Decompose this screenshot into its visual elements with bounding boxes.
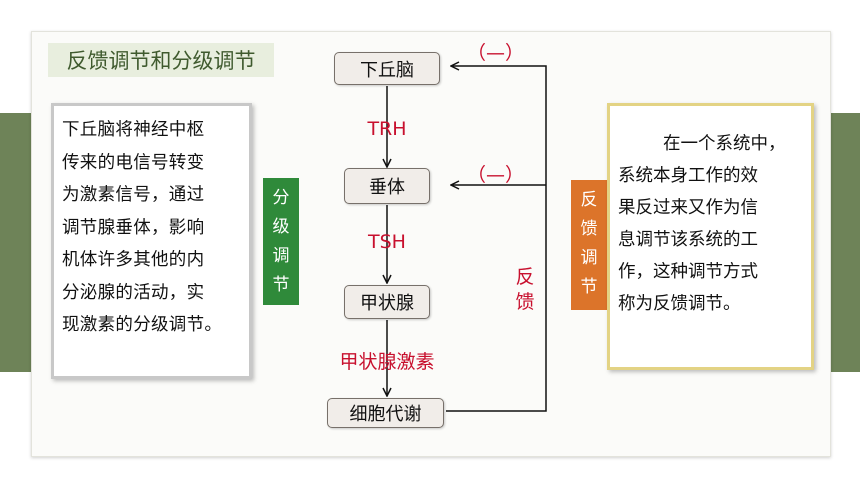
text-line: 为激素信号，通过 — [62, 185, 205, 205]
node-thyroid: 甲状腺 — [344, 285, 430, 319]
text-line: 息调节该系统的工 — [618, 230, 758, 250]
negative-sign-hypothalamus: （—） — [467, 42, 525, 64]
feedback-arrow-label: 反 馈 — [513, 265, 537, 315]
text-line: 果反过来又作为信 — [618, 198, 758, 218]
feedback-regulation-label: 反 馈 调 节 — [571, 180, 607, 310]
label-char: 反 — [580, 190, 598, 210]
text-line: 传来的电信号转变 — [62, 152, 205, 173]
text-line: 系统本身工作的效 — [618, 166, 758, 186]
label-char: 馈 — [515, 291, 535, 313]
text-line: 现激素的分级调节。 — [62, 315, 223, 335]
hormone-tsh: TSH — [368, 231, 406, 253]
text-line: 下丘脑将神经中枢 — [62, 120, 205, 140]
node-cell-metabolism: 细胞代谢 — [327, 398, 444, 428]
feedback-line — [446, 66, 547, 412]
label-char: 节 — [272, 275, 290, 295]
hormone-trh: TRH — [367, 118, 407, 140]
label-char: 馈 — [580, 219, 598, 239]
negative-sign-pituitary: （—） — [467, 164, 525, 186]
node-pituitary: 垂体 — [344, 168, 430, 204]
text-line: 调节腺垂体，影响 — [62, 217, 205, 238]
feedback-regulation-text: 在一个系统中， 系统本身工作的效 果反过来又作为信 息调节该系统的工 作，这种调… — [607, 103, 814, 370]
text-line: 作，这种调节方式 — [618, 262, 758, 282]
label-char: 调 — [580, 248, 598, 268]
hierarchical-regulation-text: 下丘脑将神经中枢 传来的电信号转变 为激素信号，通过 调节腺垂体，影响 机体许多… — [51, 103, 252, 379]
hormone-thyroid: 甲状腺激素 — [339, 351, 435, 373]
text-line: 称为反馈调节。 — [618, 294, 741, 314]
label-char: 反 — [515, 266, 535, 288]
text-line: 机体许多其他的内 — [62, 250, 205, 270]
page-title: 反馈调节和分级调节 — [48, 43, 274, 77]
text-line: 在一个系统中， — [663, 134, 786, 154]
label-char: 调 — [272, 246, 290, 266]
text-line: 分泌腺的活动，实 — [62, 282, 205, 303]
label-char: 节 — [580, 277, 598, 297]
node-hypothalamus: 下丘脑 — [334, 52, 440, 85]
label-char: 级 — [272, 217, 290, 237]
hierarchical-regulation-label: 分 级 调 节 — [263, 178, 299, 305]
label-char: 分 — [272, 188, 290, 208]
